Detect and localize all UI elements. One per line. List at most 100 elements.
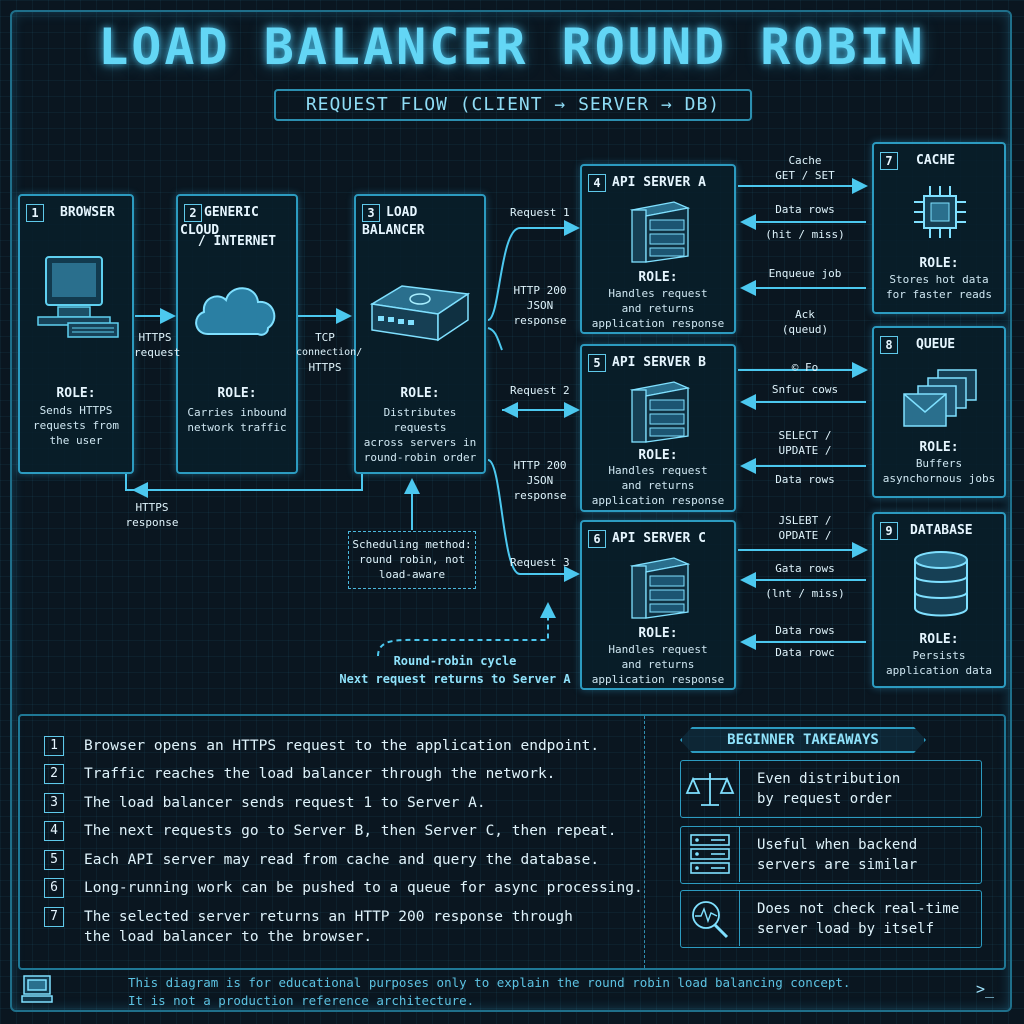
label-line: JSON: [526, 474, 554, 487]
server-stack-icon: [690, 834, 730, 874]
desc-line: and returns: [621, 658, 695, 671]
takeaway-line: Useful when backend: [757, 837, 918, 853]
label-line: JSON: [526, 299, 554, 312]
label-line: GET / SET: [775, 169, 835, 182]
label-line: request: [134, 346, 181, 359]
takeaway-text: Does not check real-time server load by …: [757, 899, 959, 939]
node-server-a-name: API SERVER A: [612, 175, 706, 190]
label-data-rows-a: Data rows: [775, 203, 835, 216]
footer-line: This diagram is for educational purposes…: [128, 975, 851, 990]
desc-line: and returns: [621, 479, 695, 492]
page-subtitle: REQUEST FLOW (CLIENT → SERVER → DB): [274, 89, 752, 121]
cycle-line: Round-robin cycle: [393, 654, 517, 668]
balance-scale-icon: [685, 773, 735, 806]
label-data-rows-b: Data rows: [775, 473, 835, 486]
label-request-2: Request 2: [510, 384, 570, 397]
node-server-b-role-title: ROLE:: [638, 448, 678, 463]
node-cloud-role-title: ROLE:: [217, 386, 257, 401]
takeaway-icon-cell: [681, 827, 740, 882]
label-cache-getset: Cache GET / SET: [760, 153, 850, 183]
scheduling-note: Scheduling method: round robin, not load…: [348, 531, 476, 589]
node-server-a-role-title: ROLE:: [638, 270, 678, 285]
chip-icon: [914, 186, 966, 238]
note-line: load-aware: [378, 568, 446, 581]
node-browser-name: BROWSER: [60, 205, 115, 220]
label-https-request: HTTPS request: [134, 330, 181, 360]
label-http200-b: HTTP 200 JSON response: [510, 458, 570, 503]
desc-line: Stores hot data: [889, 273, 989, 286]
node-database-num: 9: [880, 522, 898, 540]
cloud-icon: [195, 287, 276, 336]
label-line: HTTPS: [138, 331, 172, 344]
node-server-c-role-desc: Handles request and returns application …: [586, 642, 730, 687]
takeaway-line: server load by itself: [757, 921, 935, 937]
desc-line: application response: [591, 494, 725, 507]
desc-line: across servers in: [363, 436, 477, 449]
label-line: Ack: [795, 308, 815, 321]
node-cache-num: 7: [880, 152, 898, 170]
desc-line: Handles request: [608, 464, 708, 477]
node-lb-num: 3: [362, 204, 380, 222]
node-queue-role-desc: Buffers asynchornous jobs: [878, 456, 1000, 486]
node-lb-name: LOAD BALANCER: [362, 205, 425, 238]
step-text: Long-running work can be pushed to a que…: [84, 880, 643, 896]
label-ack: Ack (queud): [760, 307, 850, 337]
step-num: 1: [44, 736, 64, 756]
node-server-b-role-desc: Handles request and returns application …: [586, 463, 730, 508]
load-balancer-icon: [369, 285, 471, 342]
node-queue-name: QUEUE: [916, 337, 956, 352]
step-num: 3: [44, 793, 64, 813]
step-num: 6: [44, 878, 64, 898]
node-database-header: 9 DATABASE: [880, 522, 1000, 540]
label-line: Cache: [788, 154, 822, 167]
node-database-role-desc: Persists application data: [878, 648, 1000, 678]
server-icon: [629, 557, 691, 619]
desc-line: Distributes requests: [383, 406, 457, 434]
takeaway-line: by request order: [757, 791, 892, 807]
takeaway-text: Even distribution by request order: [757, 769, 900, 809]
step-text: The selected server returns an HTTP 200 …: [84, 909, 573, 945]
label-http200-a: HTTP 200 JSON response: [510, 283, 570, 328]
server-icon: [629, 381, 691, 443]
step-text: Traffic reaches the load balancer throug…: [84, 766, 556, 782]
node-database-name: DATABASE: [910, 523, 973, 538]
step-text: Browser opens an HTTPS request to the ap…: [84, 738, 600, 754]
label-data-rows-c1: Gata rows: [775, 562, 835, 575]
node-browser-num: 1: [26, 204, 44, 222]
node-server-c-role-title: ROLE:: [638, 626, 678, 641]
desc-line: Handles request: [608, 643, 708, 656]
note-line: round robin, not: [359, 553, 465, 566]
label-line: HTTPS: [135, 501, 169, 514]
footer-disclaimer: This diagram is for educational purposes…: [128, 974, 850, 1010]
step-item: 6 Long-running work can be pushed to a qu…: [44, 878, 644, 898]
label-line: OPDATE /: [778, 529, 832, 542]
server-icon: [629, 201, 691, 263]
step-text: Each API server may read from cache and …: [84, 852, 600, 868]
label-line: response: [513, 489, 567, 502]
edge-cycle: [377, 602, 556, 657]
step-num: 7: [44, 907, 64, 927]
desc-line: application response: [591, 317, 725, 330]
round-robin-cycle-label: Round-robin cycle Next request returns t…: [330, 652, 580, 688]
takeaway-icon-cell: [681, 761, 740, 816]
desc-line: application response: [591, 673, 725, 686]
node-queue-num: 8: [880, 336, 898, 354]
desc-line: for faster reads: [886, 288, 992, 301]
takeaway-line: servers are similar: [757, 857, 918, 873]
step-item: 7 The selected server returns an HTTP 200…: [44, 907, 584, 947]
label-request-1: Request 1: [510, 206, 570, 219]
